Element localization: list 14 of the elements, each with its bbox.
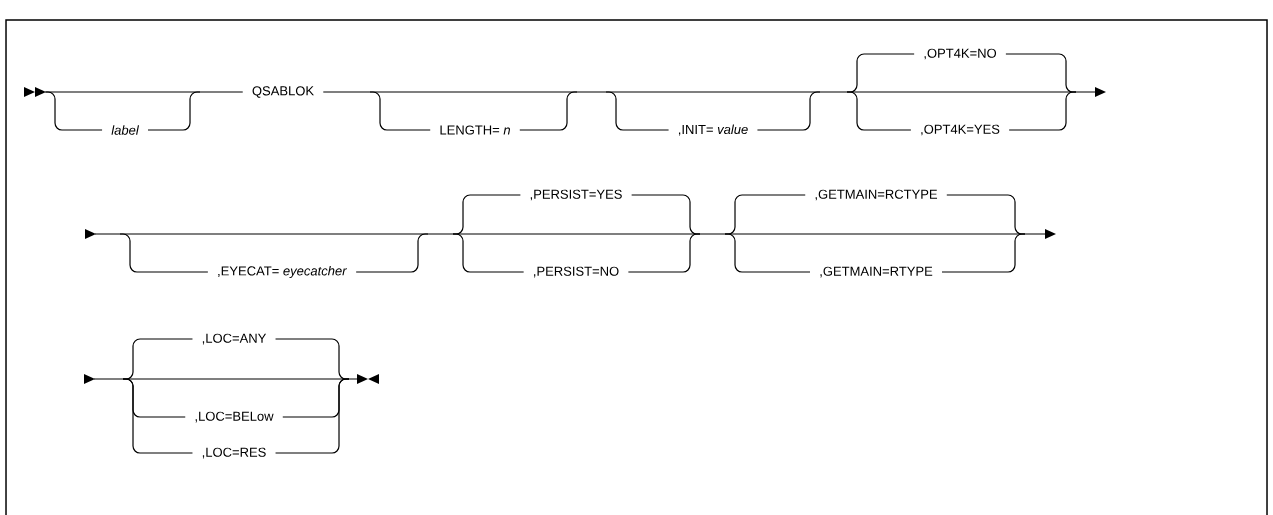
syntax-text: LENGTH= n bbox=[440, 125, 510, 135]
syntax-text: ,LOC=ANY bbox=[202, 333, 267, 345]
syntax-text: label bbox=[111, 125, 140, 135]
syntax-text: ,PERSIST=YES bbox=[530, 189, 622, 201]
syntax-text: QSABLOK bbox=[252, 86, 314, 98]
syntax-text: ,OPT4K=YES bbox=[921, 124, 1000, 136]
syntax-text: ,PERSIST=NO bbox=[534, 266, 619, 278]
syntax-text: ,INIT= value bbox=[678, 124, 748, 136]
syntax-text: ,LOC=BELow bbox=[195, 411, 274, 423]
syntax-text: ,OPT4K=NO bbox=[924, 48, 997, 60]
syntax-text: ,GETMAIN=RTYPE bbox=[820, 266, 933, 278]
syntax-text: ,EYECAT= eyecatcher bbox=[218, 265, 347, 279]
syntax-text: ,LOC=RES bbox=[202, 447, 266, 459]
syntax-text: ,GETMAIN=RCTYPE bbox=[815, 189, 938, 201]
